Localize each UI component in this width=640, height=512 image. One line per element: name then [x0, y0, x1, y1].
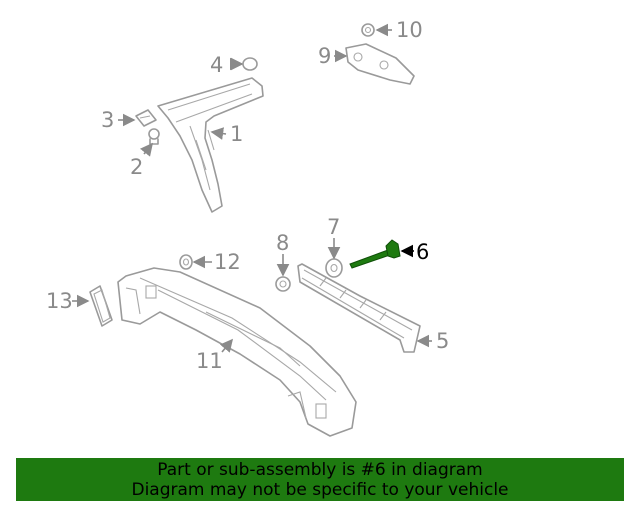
callout-10[interactable]: 10 — [396, 18, 423, 42]
notice-line-disclaimer: Diagram may not be specific to your vehi… — [131, 480, 509, 500]
callout-12[interactable]: 12 — [214, 250, 241, 274]
callout-7[interactable]: 7 — [327, 215, 340, 239]
part-3-clip[interactable] — [135, 109, 157, 127]
callout-8[interactable]: 8 — [276, 231, 289, 255]
part-10-nut[interactable] — [361, 23, 375, 37]
part-13-pad[interactable] — [89, 285, 113, 327]
callout-2[interactable]: 2 — [130, 155, 143, 179]
callout-3[interactable]: 3 — [101, 108, 114, 132]
part-6-highlight[interactable] — [349, 239, 401, 269]
callout-4[interactable]: 4 — [210, 53, 223, 77]
part-9-plate[interactable] — [345, 43, 415, 85]
callout-6[interactable]: 6 — [416, 240, 429, 264]
part-12-grommet[interactable] — [179, 254, 193, 270]
callout-9[interactable]: 9 — [318, 44, 331, 68]
callout-1[interactable]: 1 — [230, 122, 243, 146]
notice-line-part: Part or sub-assembly is #6 in diagram — [157, 460, 483, 480]
part-5-absorber[interactable] — [297, 263, 421, 353]
callout-13[interactable]: 13 — [46, 289, 73, 313]
part-1-bracket[interactable] — [157, 77, 264, 213]
callout-5[interactable]: 5 — [436, 329, 449, 353]
callout-labels: 1 2 3 4 5 6 7 8 9 10 11 12 13 — [46, 18, 449, 373]
part-11-reinforcement[interactable] — [117, 267, 357, 437]
part-4-cap[interactable] — [242, 57, 258, 71]
callout-11[interactable]: 11 — [196, 349, 223, 373]
notice-banner: Part or sub-assembly is #6 in diagram Di… — [16, 458, 624, 501]
part-2-bolt[interactable] — [148, 128, 160, 145]
part-7-washer[interactable] — [325, 258, 343, 278]
part-8-nut[interactable] — [275, 276, 291, 292]
exploded-parts-diagram: 1 2 3 4 5 6 7 8 9 10 11 12 13 — [46, 18, 449, 437]
leader-lines — [72, 23, 432, 353]
